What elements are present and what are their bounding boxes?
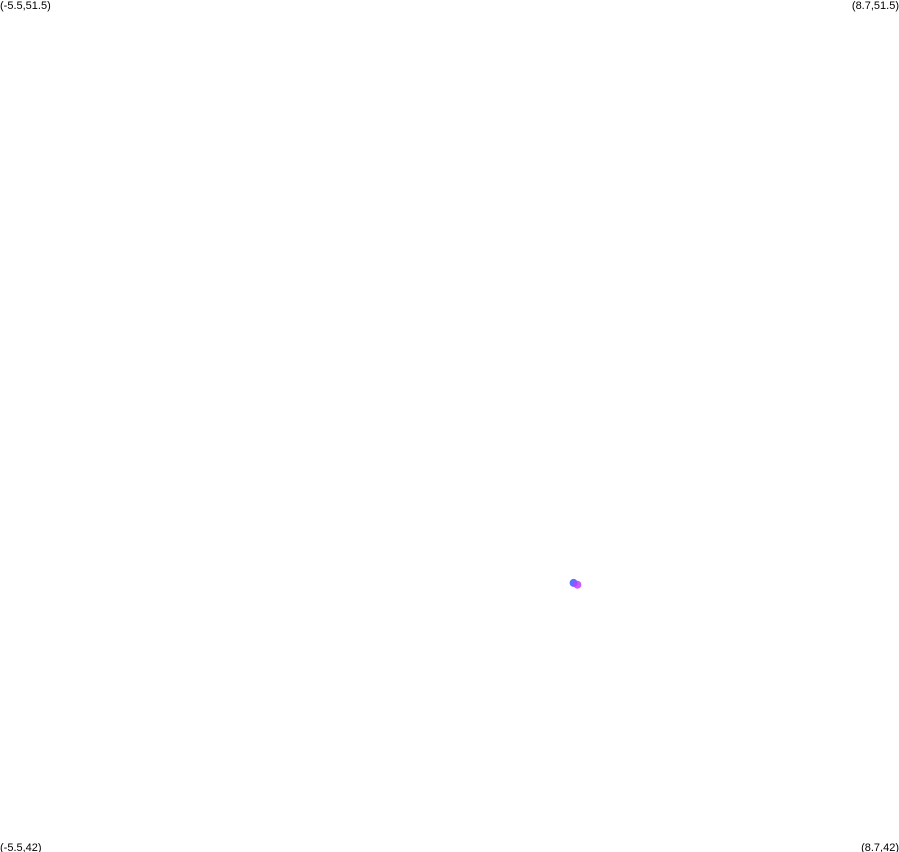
corner-label-top-right: (8.7,51.5): [851, 0, 899, 12]
corner-label-bottom-left: (-5.5,42): [0, 842, 42, 852]
map-marker-1[interactable]: [573, 580, 582, 589]
corner-label-top-left: (-5.5,51.5): [0, 0, 51, 12]
corner-label-bottom-right: (8.7,42): [861, 842, 899, 852]
